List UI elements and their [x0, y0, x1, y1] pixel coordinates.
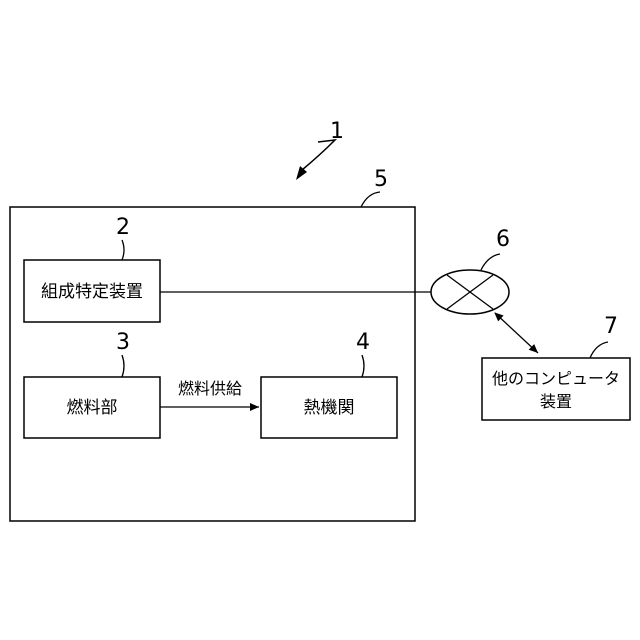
- ref-heat-engine-leader: [362, 355, 364, 377]
- housing-box: [10, 207, 415, 521]
- ref-system-leader: [302, 140, 335, 170]
- ref-network-leader: [481, 254, 500, 270]
- other-computer-label-line2: 装置: [540, 392, 572, 411]
- ref-other-computer: 7: [604, 314, 618, 339]
- fuel-supply-label: 燃料供給: [178, 379, 242, 398]
- network-computer-arrow: [495, 313, 538, 353]
- ref-composition-device-leader: [122, 240, 124, 260]
- ref-housing: 5: [374, 167, 388, 192]
- ref-composition-device: 2: [116, 215, 130, 240]
- ref-heat-engine: 4: [356, 330, 370, 355]
- ref-housing-leader: [361, 192, 380, 207]
- ref-fuel-unit-leader: [122, 355, 124, 377]
- composition-device-label: 組成特定装置: [41, 282, 143, 302]
- other-computer-label-line1: 他のコンピュータ: [492, 369, 620, 388]
- fuel-unit-label: 燃料部: [67, 398, 118, 418]
- heat-engine-label: 熱機関: [304, 398, 355, 418]
- ref-other-computer-leader: [590, 342, 608, 358]
- ref-network: 6: [496, 227, 510, 252]
- ref-fuel-unit: 3: [116, 330, 130, 355]
